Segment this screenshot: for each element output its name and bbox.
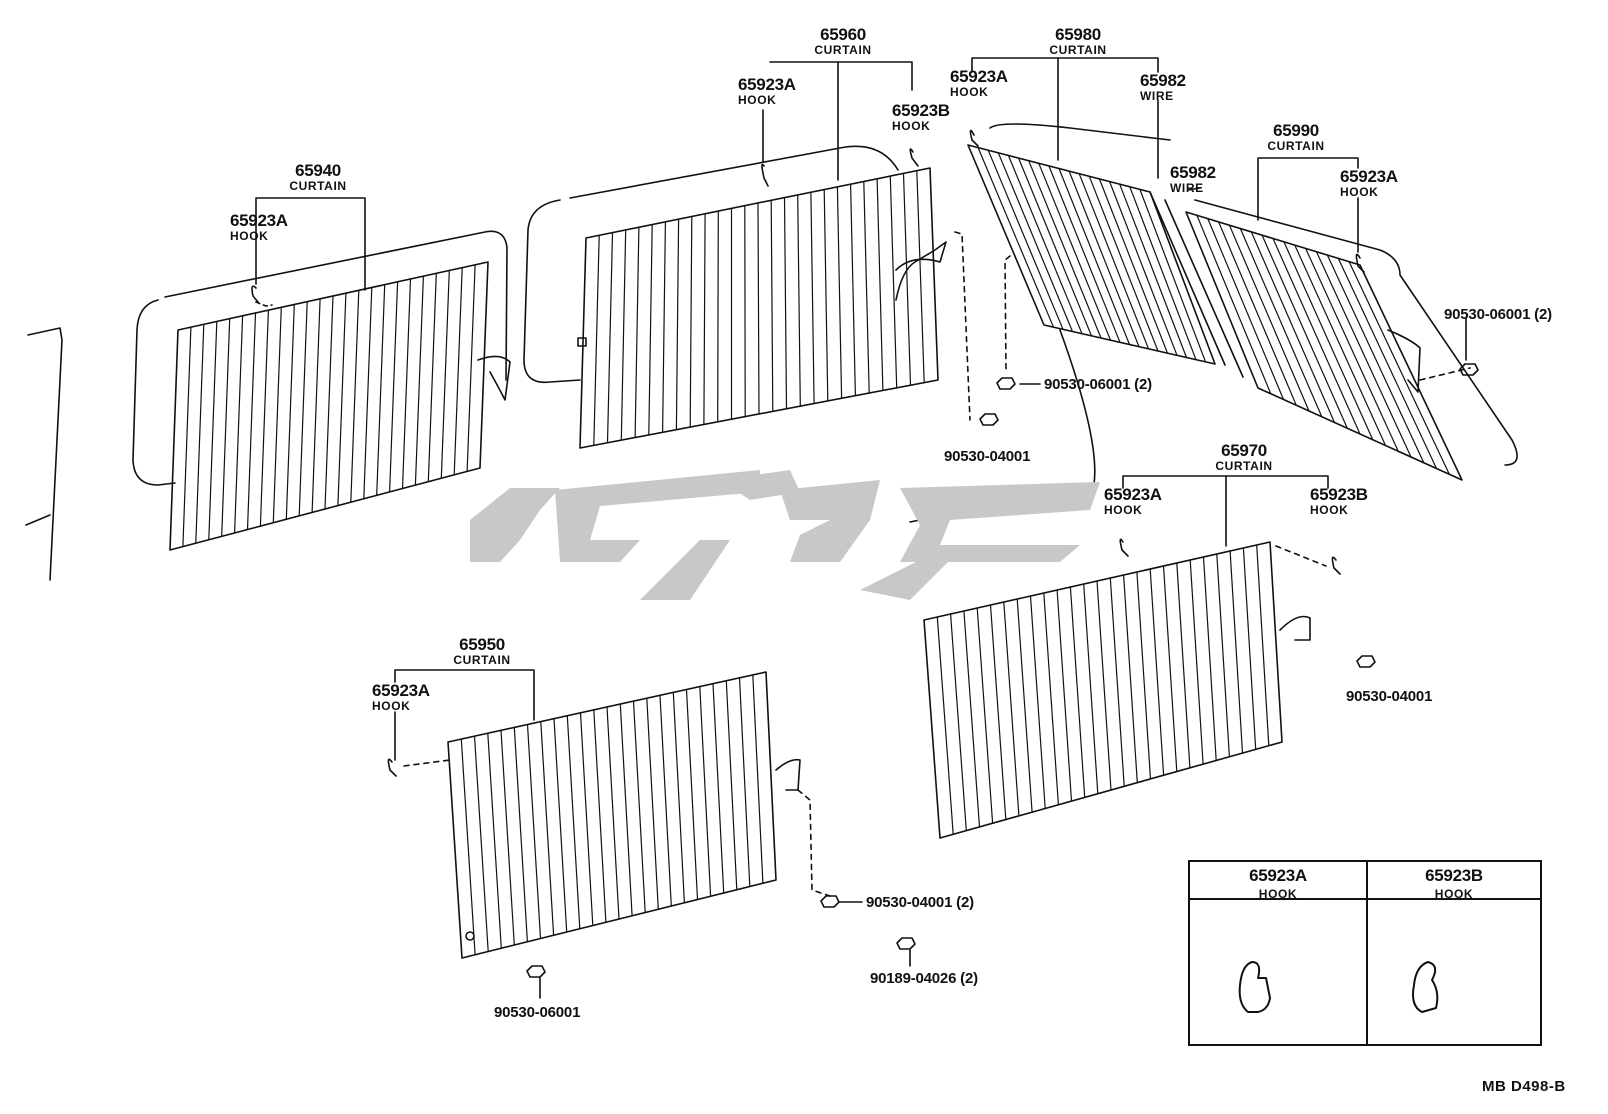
- part-name: HOOK: [738, 93, 777, 107]
- label-65940-hook: 65923A HOOK: [230, 212, 288, 242]
- inset-cell-65923a: 65923A HOOK: [1190, 862, 1368, 1044]
- body-panel-fragment: [25, 327, 63, 581]
- part-number: 65923A: [738, 75, 796, 94]
- part-name: CURTAIN: [453, 653, 511, 667]
- label-65990-hook: 65923A HOOK: [1340, 168, 1398, 198]
- window-frame-65990: [989, 123, 1518, 466]
- curtain-65960: [577, 148, 971, 449]
- window-frame-65940: [132, 230, 508, 486]
- label-65980-wire: 65982 WIRE: [1140, 72, 1186, 102]
- part-name: HOOK: [372, 699, 411, 713]
- fastener-label: 90530-06001 (2): [1044, 376, 1152, 393]
- brand-logo-watermark: [470, 470, 1100, 600]
- part-number: 65982: [1140, 71, 1186, 90]
- part-name: HOOK: [230, 229, 269, 243]
- fastener-label: 90530-06001: [494, 1004, 581, 1021]
- part-number: 65950: [459, 635, 505, 654]
- label-65960-hook-b: 65923B HOOK: [892, 102, 950, 132]
- part-name: HOOK: [1340, 185, 1379, 199]
- label-65970: 65970 CURTAIN: [1196, 442, 1292, 472]
- label-65960-hook-a: 65923A HOOK: [738, 76, 796, 106]
- part-number: 65923A: [1104, 485, 1162, 504]
- part-name: CURTAIN: [1049, 43, 1107, 57]
- part-name: HOOK: [1258, 887, 1298, 901]
- part-number: 65923A: [1340, 167, 1398, 186]
- part-name: CURTAIN: [1267, 139, 1325, 153]
- part-name: WIRE: [1140, 89, 1174, 103]
- part-number: 65923A: [372, 681, 430, 700]
- curtain-65950: [387, 671, 831, 959]
- part-number: 65923A: [1249, 866, 1307, 885]
- fastener-label: 90530-04001: [944, 448, 1031, 465]
- curtain-65990: [1185, 211, 1471, 481]
- inset-header: 65923A HOOK: [1190, 862, 1366, 901]
- label-65950: 65950 CURTAIN: [434, 636, 530, 666]
- part-number: 65923B: [1310, 485, 1368, 504]
- curtain-65980: [967, 129, 1244, 378]
- part-name: CURTAIN: [1215, 459, 1273, 473]
- part-number: 65970: [1221, 441, 1267, 460]
- part-number: 65982: [1170, 163, 1216, 182]
- part-number: 65990: [1273, 121, 1319, 140]
- part-number: 65923A: [950, 67, 1008, 86]
- inset-header: 65923B HOOK: [1368, 862, 1540, 901]
- part-name: HOOK: [950, 85, 989, 99]
- hook-65923b-icon: [1412, 961, 1439, 1013]
- part-number: 65923B: [1425, 866, 1483, 885]
- part-name: CURTAIN: [814, 43, 872, 57]
- fastener-label: 90530-04001 (2): [866, 894, 974, 911]
- fastener-label: 90530-06001 (2): [1444, 306, 1552, 323]
- label-65990: 65990 CURTAIN: [1248, 122, 1344, 152]
- part-name: HOOK: [1310, 503, 1349, 517]
- hook-65923a-icon: [1238, 961, 1271, 1013]
- inset-cell-65923b: 65923B HOOK: [1368, 862, 1540, 1044]
- label-65980: 65980 CURTAIN: [1030, 26, 1126, 56]
- part-name: CURTAIN: [289, 179, 347, 193]
- curtain-65940: [169, 261, 511, 551]
- fastener-label: 90530-04001: [1346, 688, 1433, 705]
- label-65990-wire: 65982 WIRE: [1170, 164, 1216, 194]
- part-name: HOOK: [1434, 887, 1474, 901]
- part-number: 65980: [1055, 25, 1101, 44]
- part-number: 65960: [820, 25, 866, 44]
- window-frame-65960: [523, 145, 899, 384]
- label-65970-hook-b: 65923B HOOK: [1310, 486, 1368, 516]
- part-number: 65923B: [892, 101, 950, 120]
- curtain-65970: [923, 538, 1341, 839]
- fastener-icons: [526, 363, 1479, 999]
- part-name: HOOK: [1104, 503, 1143, 517]
- label-65950-hook: 65923A HOOK: [372, 682, 430, 712]
- fastener-label: 90189-04026 (2): [870, 970, 978, 987]
- label-65940: 65940 CURTAIN: [270, 162, 366, 192]
- part-name: HOOK: [892, 119, 931, 133]
- label-65960: 65960 CURTAIN: [795, 26, 891, 56]
- label-65980-hook: 65923A HOOK: [950, 68, 1008, 98]
- part-number: 65940: [295, 161, 341, 180]
- part-name: WIRE: [1170, 181, 1204, 195]
- label-65970-hook-a: 65923A HOOK: [1104, 486, 1162, 516]
- diagram-code: MB D498-B: [1482, 1078, 1566, 1095]
- part-number: 65923A: [230, 211, 288, 230]
- hook-detail-inset: 65923A HOOK 65923B HOOK: [1188, 860, 1542, 1046]
